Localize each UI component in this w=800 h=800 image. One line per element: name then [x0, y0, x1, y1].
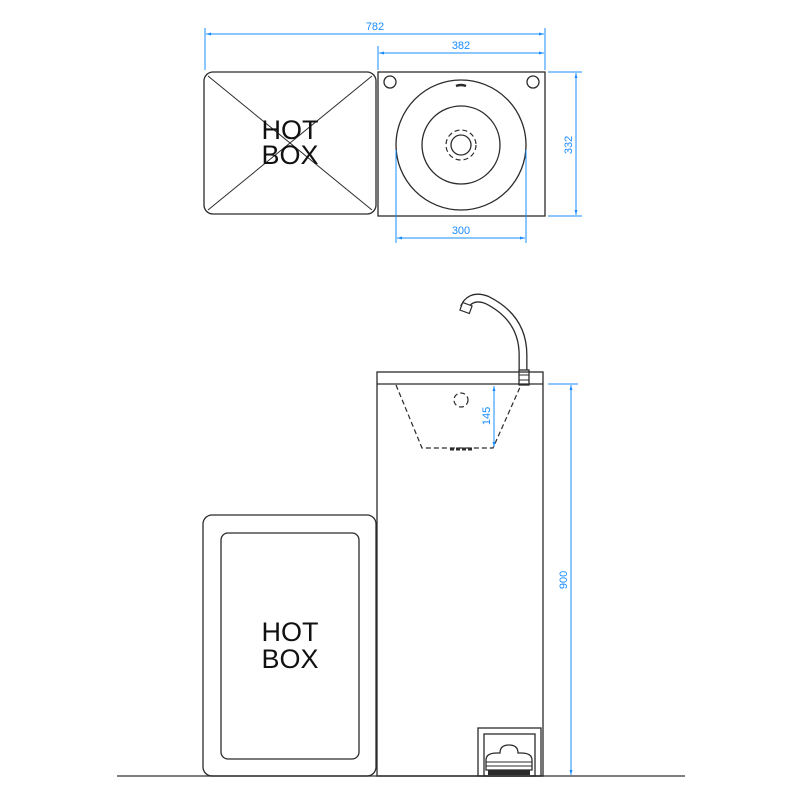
tap-icon [459, 293, 530, 386]
drain-outer [445, 129, 477, 161]
tap-hole-left-icon [383, 75, 397, 89]
dim-overall-width: 782 [366, 21, 384, 33]
hotbox-top-label-line1: HOT [262, 115, 319, 145]
dim-sink-depth: 332 [563, 136, 575, 154]
tap-hole-right-icon [526, 75, 540, 89]
overflow-hidden-icon [453, 392, 469, 408]
bowl-inner [421, 105, 501, 185]
hotbox-front-label-line2: BOX [261, 644, 318, 674]
bowl-rim [395, 79, 527, 211]
dim-bowl-depth: 145 [481, 407, 493, 425]
sink-cabinet-front [376, 293, 544, 777]
bowl-hidden-outline [395, 384, 522, 449]
dim-overall-height: 900 [558, 571, 570, 589]
dim-sink-width: 382 [452, 40, 470, 52]
overflow-slot [455, 83, 467, 88]
foot-pedal-icon [477, 727, 542, 777]
hotbox-top-label-line2: BOX [261, 140, 318, 170]
sink-top-view [377, 71, 546, 217]
front-view: HOT BOX [117, 293, 685, 777]
drain-icon [450, 134, 472, 156]
top-dimensions: 782 382 332 300 [204, 21, 582, 243]
hotbox-front-label-line1: HOT [262, 617, 319, 647]
dim-bowl-diameter: 300 [452, 225, 470, 237]
hotbox-top-view: HOT BOX [203, 71, 377, 215]
top-view: HOT BOX 782 382 [203, 21, 582, 243]
front-dimensions: 145 900 [481, 383, 578, 775]
hotbox-front-view: HOT BOX [202, 514, 377, 777]
